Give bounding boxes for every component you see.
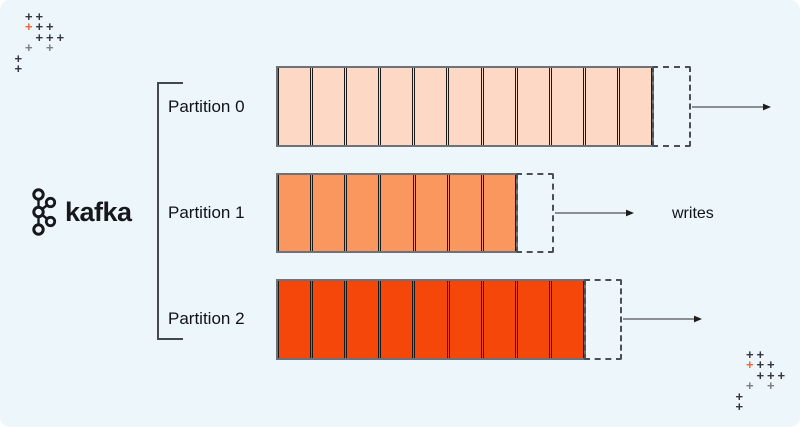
- plus-grid-spacer: [755, 381, 766, 392]
- partition-cell: [380, 281, 414, 358]
- plus-icon: +: [756, 346, 765, 362]
- partition-0-label: Partition 0: [168, 97, 245, 116]
- plus-icon: +: [756, 367, 765, 383]
- partition-cell: [448, 281, 482, 358]
- partition-cell: [312, 281, 346, 358]
- plus-icon: +: [766, 378, 775, 394]
- plus-icon: +: [35, 8, 44, 24]
- plus-grid-spacer: [34, 43, 45, 54]
- kafka-logo-icon: [32, 188, 57, 236]
- partition-2-next-slot: [584, 279, 622, 360]
- plus-grid-spacer: [734, 370, 745, 381]
- plus-grid-spacer: [734, 360, 745, 371]
- plus-grid-spacer: [55, 53, 66, 64]
- plus-grid-spacer: [24, 53, 35, 64]
- plus-grid-spacer: [766, 391, 777, 402]
- partition-cell: [516, 68, 550, 145]
- plus-grid-spacer: [24, 64, 35, 75]
- plus-grid-spacer: [55, 43, 66, 54]
- partition-cell: [550, 68, 584, 145]
- partition-cell: [448, 175, 482, 251]
- plus-icon: +: [745, 346, 754, 362]
- partition-2-write-arrow-icon: [623, 315, 702, 323]
- plus-icon: +: [24, 19, 33, 35]
- plus-grid-spacer: [55, 11, 66, 22]
- partition-cell: [312, 175, 346, 251]
- plus-icon: +: [777, 367, 786, 383]
- partition-cell: [482, 281, 516, 358]
- plus-grid-spacer: [755, 391, 766, 402]
- partition-1-log-row: [276, 173, 518, 253]
- partition-cell: [346, 68, 380, 145]
- plus-grid-spacer: [13, 11, 24, 22]
- partition-1-label: Partition 1: [168, 203, 245, 222]
- plus-icon: +: [35, 29, 44, 45]
- partition-1-write-arrow-icon: [555, 209, 634, 217]
- plus-icon: +: [735, 399, 744, 415]
- partition-cell: [346, 281, 380, 358]
- partition-2-label: Partition 2: [168, 309, 245, 328]
- partition-2-log-row: [276, 279, 586, 360]
- partition-cell: [584, 68, 618, 145]
- plus-grid-spacer: [755, 402, 766, 413]
- partition-cell: [346, 175, 380, 251]
- kafka-logo: kafka: [30, 187, 132, 237]
- plus-grid-spacer: [734, 349, 745, 360]
- partition-0-next-slot: [652, 66, 691, 147]
- plus-grid-spacer: [13, 22, 24, 33]
- partition-cell: [380, 175, 414, 251]
- plus-icon: +: [756, 357, 765, 373]
- plus-icon: +: [14, 61, 23, 77]
- partition-cell: [482, 68, 516, 145]
- partition-cell: [312, 68, 346, 145]
- plus-icon: +: [14, 50, 23, 66]
- plus-grid-spacer: [745, 391, 756, 402]
- plus-grid-spacer: [34, 53, 45, 64]
- partition-cell: [278, 175, 312, 251]
- partition-cell: [278, 281, 312, 358]
- plus-grid-spacer: [45, 53, 56, 64]
- plus-icon: +: [45, 19, 54, 35]
- decorative-plus-pattern-top-left: ++++++++++++: [13, 8, 66, 77]
- plus-icon: +: [735, 388, 744, 404]
- plus-icon: +: [35, 19, 44, 35]
- plus-icon: +: [745, 378, 754, 394]
- plus-grid-spacer: [13, 32, 24, 43]
- partition-0-write-arrow-icon: [692, 103, 771, 111]
- plus-icon: +: [45, 40, 54, 56]
- plus-icon: +: [56, 29, 65, 45]
- plus-icon: +: [24, 40, 33, 56]
- plus-icon: +: [766, 367, 775, 383]
- plus-icon: +: [45, 29, 54, 45]
- plus-icon: +: [766, 357, 775, 373]
- partition-cell: [414, 68, 448, 145]
- partition-cell: [448, 68, 482, 145]
- partition-cell: [550, 281, 584, 358]
- writes-label: writes: [672, 205, 714, 222]
- partition-cell: [516, 281, 550, 358]
- plus-icon: +: [745, 357, 754, 373]
- plus-grid-spacer: [766, 402, 777, 413]
- partition-cell: [414, 281, 448, 358]
- plus-grid-spacer: [776, 381, 787, 392]
- decorative-plus-pattern-bottom-right: ++++++++++++: [734, 346, 787, 415]
- partition-cell: [618, 68, 653, 145]
- plus-grid-spacer: [34, 64, 45, 75]
- plus-grid-spacer: [45, 64, 56, 75]
- plus-icon: +: [24, 8, 33, 24]
- partition-cell: [380, 68, 414, 145]
- plus-grid-spacer: [745, 402, 756, 413]
- partition-cell: [414, 175, 448, 251]
- plus-grid-spacer: [55, 64, 66, 75]
- plus-grid-spacer: [776, 402, 787, 413]
- plus-grid-spacer: [776, 349, 787, 360]
- partition-cell: [482, 175, 516, 251]
- kafka-logo-text: kafka: [65, 197, 132, 227]
- plus-grid-spacer: [776, 391, 787, 402]
- partition-0-log-row: [276, 66, 654, 147]
- partitions-group-bracket: [157, 82, 183, 340]
- partition-1-next-slot: [516, 173, 554, 253]
- partition-cell: [278, 68, 312, 145]
